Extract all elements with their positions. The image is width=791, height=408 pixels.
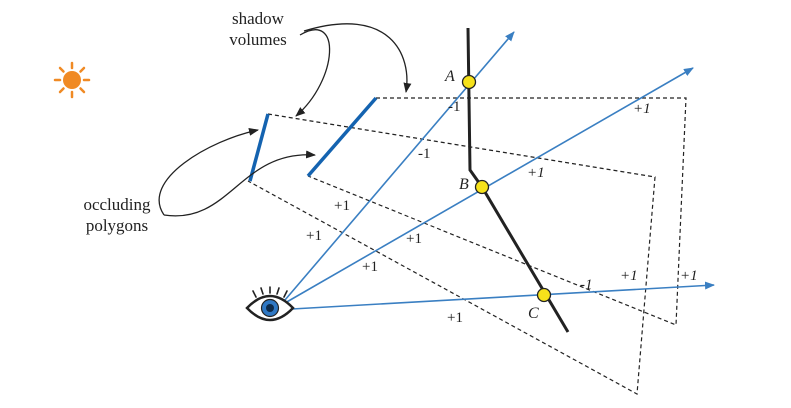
occluding-polygons-label-line1: occluding xyxy=(83,195,151,214)
count-label: +1 xyxy=(680,268,698,284)
occluding-polygon-2 xyxy=(306,96,378,178)
count-label: -1 xyxy=(580,277,593,293)
count-label: +1 xyxy=(447,310,463,326)
shadow-volume-2 xyxy=(307,97,687,326)
point-b-marker xyxy=(474,179,490,195)
surface-line xyxy=(466,27,570,333)
count-label: -1 xyxy=(448,99,461,115)
sun-icon xyxy=(53,61,91,99)
point-b-label: B xyxy=(459,176,469,193)
occluding-polygons-label-line2: polygons xyxy=(86,216,148,235)
ray-to-b xyxy=(284,67,694,304)
point-c-label: C xyxy=(528,305,539,322)
shadow-volume-1 xyxy=(247,113,656,395)
count-label: +1 xyxy=(406,231,422,247)
point-c-marker xyxy=(536,287,552,303)
occluding-polygon-1 xyxy=(248,113,270,182)
ray-to-a xyxy=(284,31,515,301)
count-label: +1 xyxy=(362,259,378,275)
point-a-label: A xyxy=(444,68,455,85)
count-label: +1 xyxy=(306,228,322,244)
count-label: +1 xyxy=(633,101,651,117)
caption-arrows xyxy=(158,23,412,217)
count-label: -1 xyxy=(418,146,431,162)
count-label: +1 xyxy=(527,165,545,181)
count-label: +1 xyxy=(620,268,638,284)
eye-icon xyxy=(245,286,295,322)
eye-rays xyxy=(284,31,715,310)
count-label: +1 xyxy=(334,198,350,214)
point-a-marker xyxy=(461,74,477,90)
shadow-volumes-label-line2: volumes xyxy=(229,30,287,49)
shadow-volumes-label-line1: shadow xyxy=(232,9,285,28)
ray-to-c xyxy=(291,281,715,310)
